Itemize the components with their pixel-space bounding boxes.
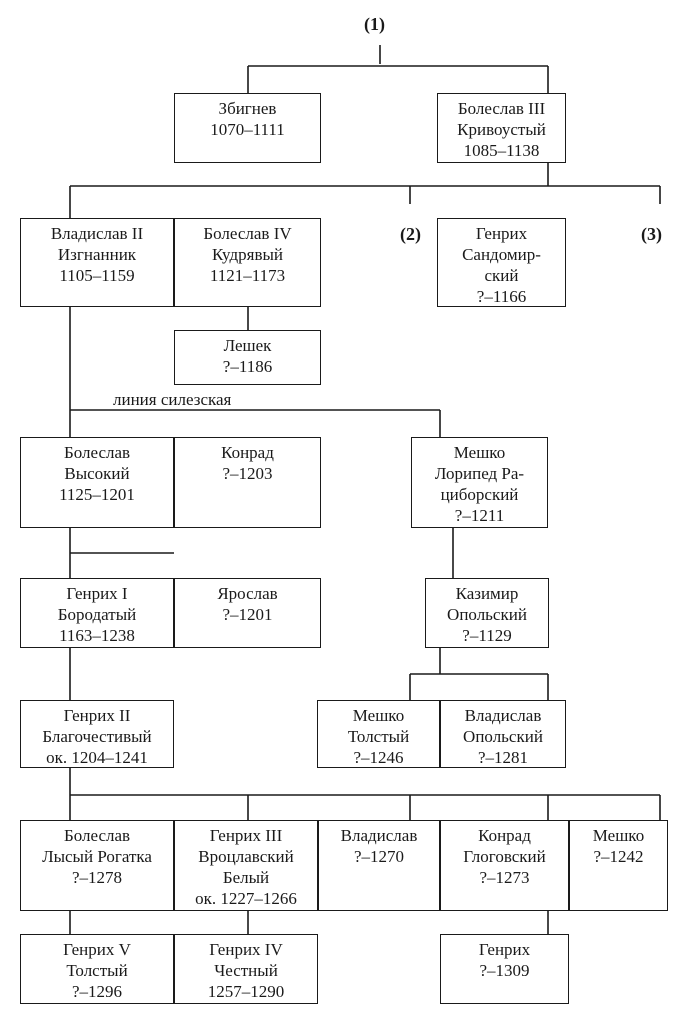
node-text-line: Честный (214, 961, 278, 980)
node-text-line: 1125–1201 (59, 485, 135, 504)
node-text-line: ?–1273 (479, 868, 530, 887)
node-henryk: Генрих ?–1309 (440, 934, 569, 1004)
node-text-line: Казимир (455, 584, 519, 603)
node-text-line: ок. 1204–1241 (46, 748, 148, 767)
node-text-line: ?–1296 (71, 982, 123, 1001)
node-text-line: Опольский (463, 727, 543, 746)
node-zbignev: Збигнев 1070–1111 (174, 93, 321, 163)
node-text-line: Благочестивый (42, 727, 152, 746)
node-text-line: Владислав (464, 706, 542, 725)
node-text-line: Изгнанник (57, 245, 137, 264)
line-label-silesian: линия силезская (113, 390, 232, 409)
node-text-line: Кудрявый (211, 245, 283, 264)
node-text-line: Генрих III (209, 826, 283, 845)
node-text-line: 1163–1238 (59, 626, 135, 645)
node-text-line: Болеслав (63, 826, 131, 845)
node-text-line: Генрих V (63, 940, 131, 959)
node-text-line: Генрих II (63, 706, 131, 725)
node-wladyslaw: Владислав ?–1270 (318, 820, 440, 911)
node-text-line: Болеслав (63, 443, 131, 462)
node-text-line: 1257–1290 (207, 982, 285, 1001)
node-text-line: Кривоустый (457, 120, 546, 139)
node-text-line: ?–1309 (479, 961, 530, 980)
node-text-line: Владислав (340, 826, 418, 845)
node-text-line: 1105–1159 (59, 266, 135, 285)
node-leszek: Лешек ?–1186 (174, 330, 321, 385)
node-text-line: Толстый (66, 961, 128, 980)
node-text-line: Болеслав III (457, 99, 546, 118)
node-henryk-iv: Генрих IV Честный 1257–1290 (174, 934, 318, 1004)
node-text-line: ?–1186 (222, 357, 273, 376)
node-text-line: Вроцлавский (198, 847, 294, 866)
node-text-line: Ярослав (217, 584, 278, 603)
marker-1: (1) (364, 14, 385, 34)
node-text-line: Лысый Рогатка (42, 847, 152, 866)
node-text-line: Владислав II (50, 224, 144, 243)
node-jaroslaw: Ярослав ?–1201 (174, 578, 321, 648)
node-henryk-v: Генрих V Толстый ?–1296 (20, 934, 174, 1004)
node-text-line: Генрих IV (209, 940, 283, 959)
node-text-line: Генрих I (66, 584, 128, 603)
node-text-line: Збигнев (218, 99, 277, 118)
node-text-line: Конрад (221, 443, 274, 462)
node-text-line: Генрих (475, 224, 528, 243)
node-konrad: Конрад ?–1203 (174, 437, 321, 528)
node-text-line: ?–1203 (222, 464, 273, 483)
node-mieszko: Мешко ?–1242 (569, 820, 668, 911)
node-text-line: ?–1201 (222, 605, 273, 624)
node-text-line: ?–1270 (353, 847, 405, 866)
node-text-line: ?–1242 (593, 847, 644, 866)
node-text-line: ский (484, 266, 519, 285)
node-text-line: Бородатый (57, 605, 137, 624)
node-boleslaw-iii: Болеслав III Кривоустый 1085–1138 (437, 93, 566, 163)
node-text-line: циборский (440, 485, 519, 504)
node-text-line: Генрих (478, 940, 531, 959)
node-henryk-i: Генрих I Бородатый 1163–1238 (20, 578, 174, 648)
node-text-line: Болеслав IV (203, 224, 292, 243)
node-text-line: Конрад (478, 826, 531, 845)
node-henryk-ii: Генрих II Благочестивый ок. 1204–1241 (20, 700, 174, 768)
node-text-line: 1070–1111 (210, 120, 285, 139)
node-text-line: ?–1278 (71, 868, 123, 887)
node-text-line: ок. 1227–1266 (195, 889, 297, 908)
node-text-line: Глоговский (463, 847, 546, 866)
node-text-line: Опольский (447, 605, 527, 624)
node-text-line: Высокий (64, 464, 130, 483)
node-wladyslaw-ii: Владислав II Изгнанник 1105–1159 (20, 218, 174, 307)
marker-3: (3) (641, 224, 662, 244)
node-text-line: 1085–1138 (463, 141, 540, 160)
node-text-line: ?–1129 (462, 626, 512, 645)
node-text-line: Мешко (352, 706, 405, 725)
node-text-line: Толстый (347, 727, 410, 746)
node-text-line: Мешко (453, 443, 506, 462)
node-text-line: ?–1166 (476, 287, 527, 306)
node-text-line: Белый (222, 868, 270, 887)
node-text-line: Лорипед Ра- (434, 464, 525, 483)
node-text-line: ?–1281 (477, 748, 529, 767)
node-boleslaw-iv: Болеслав IV Кудрявый 1121–1173 (174, 218, 321, 307)
node-text-line: ?–1246 (353, 748, 404, 767)
node-text-line: Лешек (223, 336, 272, 355)
node-text-line: 1121–1173 (209, 266, 286, 285)
marker-2: (2) (400, 224, 421, 244)
node-text-line: Мешко (592, 826, 645, 845)
node-text-line: ?–1211 (454, 506, 505, 525)
node-text-line: Сандомир- (462, 245, 541, 264)
